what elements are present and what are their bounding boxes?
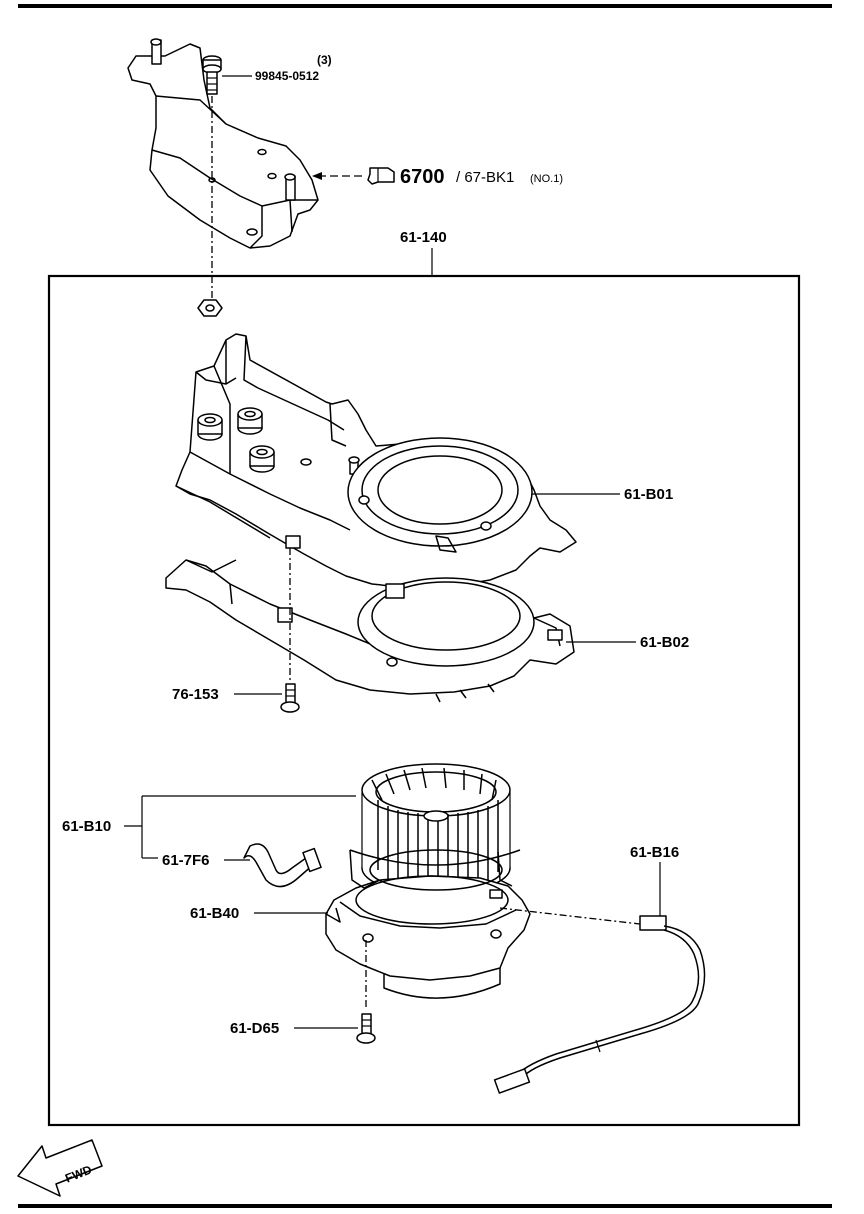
screw-61-D65 (356, 1013, 376, 1044)
label-61-B40: 61-B40 (190, 905, 239, 922)
blower-case-lower (165, 559, 575, 703)
label-61-B10: 61-B10 (62, 818, 111, 835)
blower-case-upper (175, 299, 577, 589)
label-bolt-qty: (3) (317, 53, 332, 67)
label-61-B02: 61-B02 (640, 634, 689, 651)
ref-page-number: 6700 (400, 166, 445, 188)
boss-2 (237, 407, 263, 435)
assembly-frame (47, 274, 801, 1127)
label-61-D65: 61-D65 (230, 1020, 279, 1037)
label-61-B16: 61-B16 (630, 844, 679, 861)
fwd-arrow-icon: FWD (17, 1139, 103, 1197)
label-61-B01: 61-B01 (624, 486, 673, 503)
screw-76-153 (280, 683, 300, 713)
ref-subpage: / 67-BK1 (456, 169, 514, 186)
hose-61-7F6 (224, 843, 322, 888)
blower-fan-wheel (361, 763, 511, 895)
wire-harness (493, 915, 706, 1094)
motor-case (325, 849, 531, 999)
boss-1 (197, 413, 223, 441)
mounting-bracket (127, 38, 319, 249)
ref-number: (NO.1) (530, 173, 563, 185)
label-76-153: 76-153 (172, 686, 219, 703)
boss-3 (249, 445, 275, 473)
hand-pointer-icon (367, 167, 395, 185)
label-61-140: 61-140 (400, 229, 447, 246)
bolt-99845-0512 (202, 55, 222, 95)
label-99845-0512: 99845-0512 (255, 69, 319, 83)
label-61-7F6: 61-7F6 (162, 852, 210, 869)
